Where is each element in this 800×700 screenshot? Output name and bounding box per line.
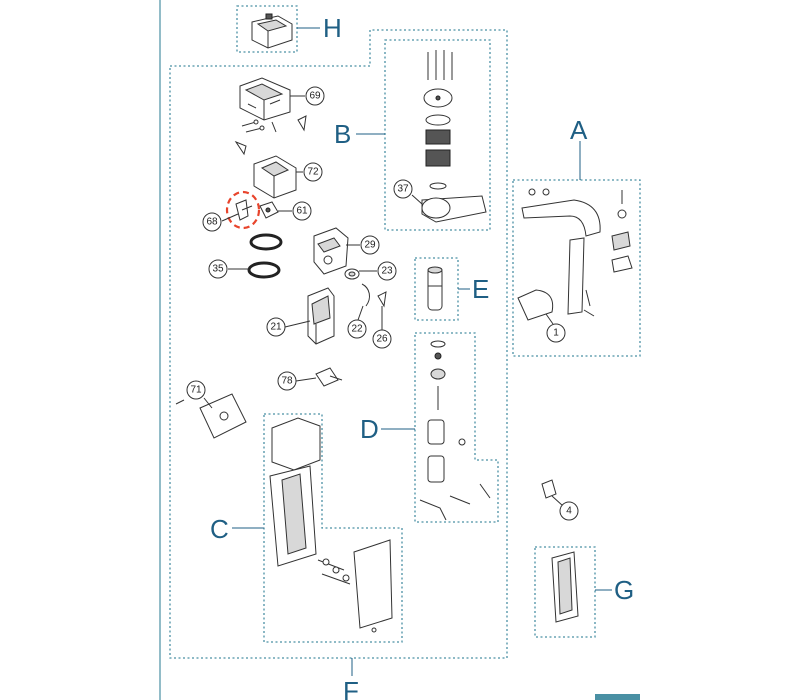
group-b-boundary [384, 39, 491, 231]
svg-text:1: 1 [553, 328, 559, 339]
group-g-label: G [614, 575, 634, 605]
group-b-label: B [334, 119, 351, 149]
group-c-boundary [263, 413, 403, 643]
svg-text:37: 37 [397, 184, 409, 195]
part-68-linkage [235, 199, 253, 221]
group-d-label: D [360, 414, 379, 444]
part-a-arm-assembly [517, 188, 633, 321]
part-22-spring [361, 283, 370, 307]
part-g-battery-box [551, 551, 579, 623]
callout-72: 72 [303, 162, 323, 182]
callout-61: 61 [292, 201, 312, 221]
svg-text:23: 23 [381, 266, 393, 277]
callout-26: 26 [372, 329, 392, 349]
group-a-label: A [570, 115, 588, 145]
part-26-clip [377, 291, 387, 308]
svg-text:21: 21 [270, 322, 282, 333]
svg-text:72: 72 [307, 167, 319, 178]
callout-23: 23 [377, 261, 397, 281]
svg-text:26: 26 [376, 334, 388, 345]
part-b-motor-stack [421, 50, 487, 223]
callout-leaders [203, 95, 564, 507]
svg-text:61: 61 [296, 206, 308, 217]
part-c-column-cover [269, 417, 393, 633]
page-corner-tab [595, 694, 640, 700]
part-29-gear-housing [313, 227, 349, 275]
callout-22: 22 [347, 319, 367, 339]
part-78-bracket [315, 367, 343, 387]
group-h-boundary [236, 5, 298, 53]
part-h-cap [251, 13, 293, 49]
part-4-knob [541, 479, 557, 499]
part-35-o-ring [247, 261, 281, 279]
group-f-label: F [343, 676, 359, 700]
callout-71: 71 [186, 380, 206, 400]
svg-text:22: 22 [351, 324, 363, 335]
group-f-boundary [169, 29, 508, 659]
part-e-capacitor [427, 266, 443, 311]
part-d-column-parts [419, 340, 491, 521]
svg-text:29: 29 [364, 240, 376, 251]
group-g-boundary [534, 546, 596, 638]
group-h-label: H [323, 13, 342, 43]
group-a-boundary [512, 179, 641, 357]
callout-21: 21 [266, 317, 286, 337]
svg-text:35: 35 [212, 264, 224, 275]
group-d-boundary [414, 332, 499, 523]
callout-69: 69 [305, 86, 325, 106]
part-o-ring-upper [249, 233, 283, 251]
part-23-washer [344, 268, 360, 280]
svg-text:78: 78 [281, 376, 293, 387]
callout-68: 68 [202, 212, 222, 232]
callout-37: 37 [393, 179, 413, 199]
callout-1: 1 [546, 323, 566, 343]
part-21-body [307, 287, 335, 345]
callout-35: 35 [208, 259, 228, 279]
group-e-label: E [472, 274, 489, 304]
svg-text:69: 69 [309, 91, 321, 102]
part-71-mounting-plate [175, 393, 247, 439]
part-69-housing [239, 77, 291, 121]
part-61-clip [259, 201, 279, 219]
callout-4: 4 [559, 501, 579, 521]
callout-78: 78 [277, 371, 297, 391]
svg-text:68: 68 [206, 217, 218, 228]
callout-29: 29 [360, 235, 380, 255]
highlight-ring-68 [225, 190, 261, 230]
group-c-label: C [210, 514, 229, 544]
svg-text:4: 4 [566, 506, 572, 517]
svg-text:71: 71 [190, 385, 202, 396]
part-screws-set [234, 115, 307, 156]
part-72-bracket [253, 155, 297, 199]
